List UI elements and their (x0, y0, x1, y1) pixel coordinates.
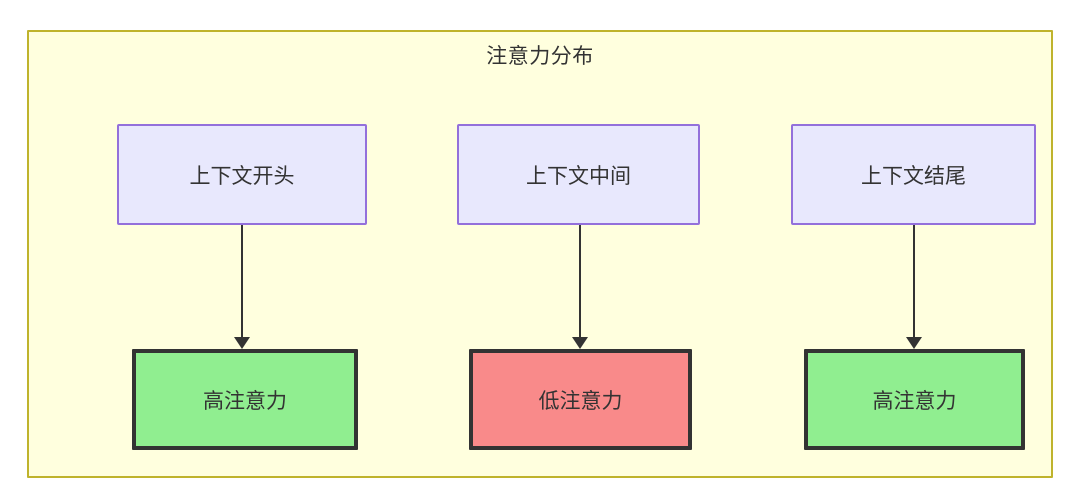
node-label: 低注意力 (538, 389, 623, 413)
node-high-attention-start[interactable]: 高注意力 (132, 349, 358, 450)
node-context-start[interactable]: 上下文开头 (117, 124, 367, 225)
arrowhead-icon (572, 337, 588, 349)
edge-line-context-middle-to-low-attention (579, 225, 581, 338)
node-label: 上下文结尾 (861, 164, 966, 188)
attention-distribution-subgraph: 注意力分布 上下文开头 上下文中间 上下文结尾 高注意力 低注意力 高注意力 (27, 30, 1053, 478)
edge-line-context-start-to-high-attention (241, 225, 243, 338)
node-low-attention-middle[interactable]: 低注意力 (469, 349, 692, 450)
node-context-end[interactable]: 上下文结尾 (791, 124, 1036, 225)
arrowhead-icon (234, 337, 250, 349)
arrowhead-icon (906, 337, 922, 349)
node-label: 上下文开头 (189, 164, 295, 188)
node-high-attention-end[interactable]: 高注意力 (804, 349, 1025, 450)
node-label: 高注意力 (203, 389, 287, 413)
edge-line-context-end-to-high-attention (913, 225, 915, 338)
node-context-middle[interactable]: 上下文中间 (457, 124, 700, 225)
subgraph-title: 注意力分布 (486, 45, 594, 68)
node-label: 上下文中间 (526, 164, 631, 188)
node-label: 高注意力 (872, 389, 957, 413)
